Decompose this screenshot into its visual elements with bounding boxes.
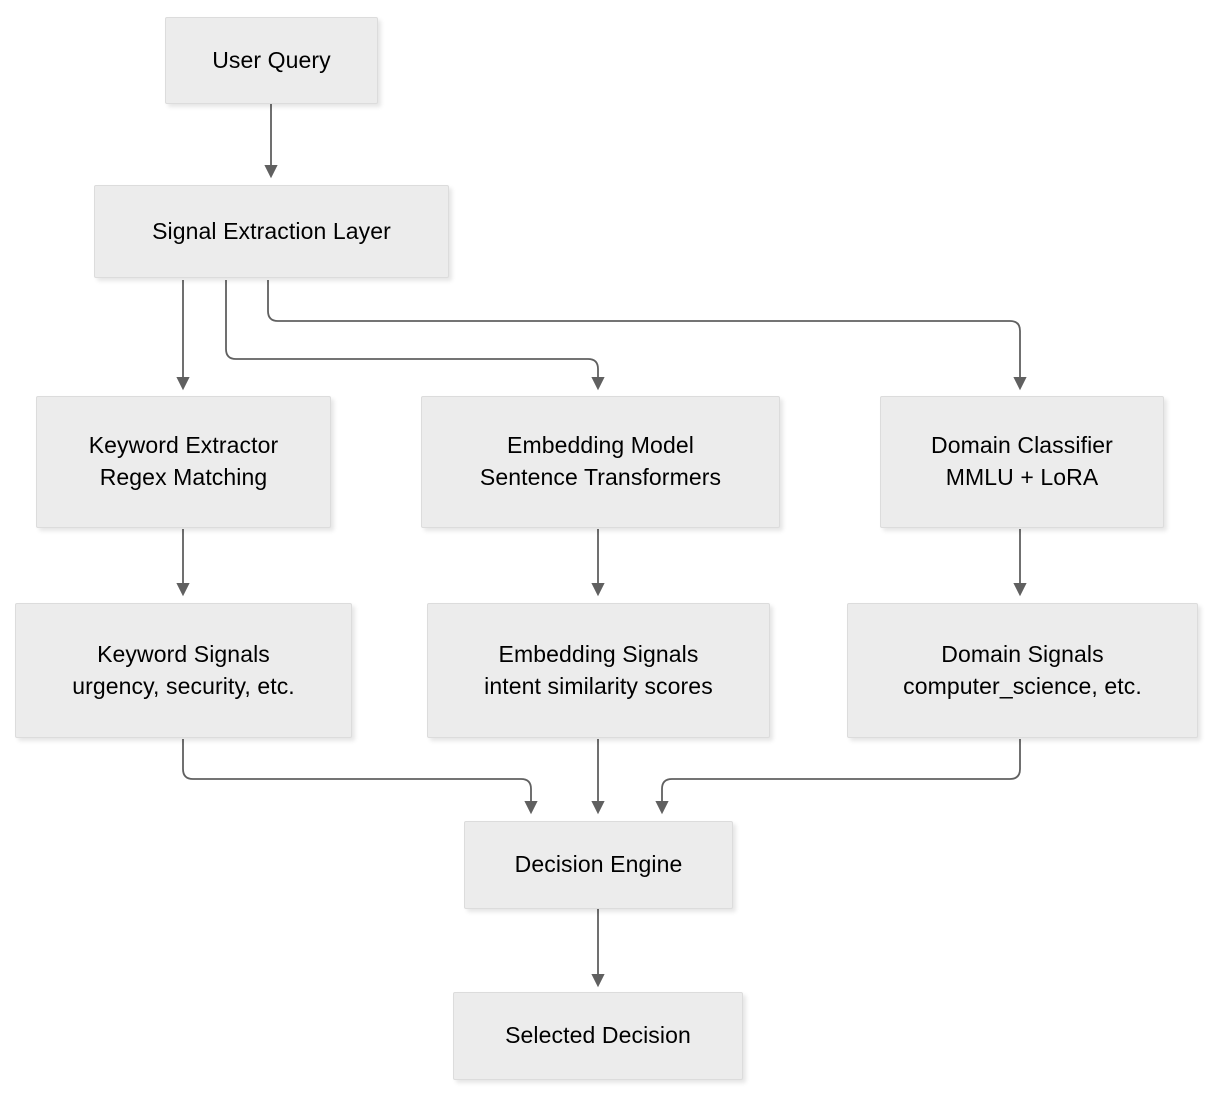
node-domain-signals-label: Domain Signals <box>941 640 1104 667</box>
node-domain-signals[interactable]: Domain Signals computer_science, etc. <box>847 603 1198 738</box>
node-embedding-signals-label: Embedding Signals <box>498 640 699 667</box>
node-decision-engine[interactable]: Decision Engine <box>464 821 733 909</box>
node-keyword-extractor-label: Keyword Extractor <box>88 432 279 459</box>
node-user-query-label: User Query <box>212 46 331 73</box>
node-embedding-signals[interactable]: Embedding Signals intent similarity scor… <box>427 603 770 738</box>
node-domain-classifier-label: Domain Classifier <box>931 432 1113 459</box>
node-embedding-signals-sublabel: intent similarity scores <box>484 672 713 699</box>
node-domain-classifier-sublabel: MMLU + LoRA <box>945 464 1099 490</box>
node-user-query[interactable]: User Query <box>165 17 378 104</box>
node-embedding-model[interactable]: Embedding Model Sentence Transformers <box>421 396 780 528</box>
node-embedding-model-label: Embedding Model <box>507 432 694 459</box>
edge-domain-signals-to-decision-engine <box>655 739 1021 815</box>
node-keyword-signals[interactable]: Keyword Signals urgency, security, etc. <box>15 603 352 738</box>
node-domain-signals-sublabel: computer_science, etc. <box>903 672 1142 699</box>
node-decision-engine-label: Decision Engine <box>514 851 683 878</box>
node-signal-extraction-layer[interactable]: Signal Extraction Layer <box>94 185 449 278</box>
edge-signal-extraction-to-embedding-model <box>225 280 605 391</box>
node-keyword-signals-label: Keyword Signals <box>97 640 270 667</box>
node-selected-decision[interactable]: Selected Decision <box>453 992 743 1080</box>
node-keyword-signals-sublabel: urgency, security, etc. <box>72 672 295 699</box>
node-keyword-extractor-sublabel: Regex Matching <box>99 464 268 490</box>
node-domain-classifier[interactable]: Domain Classifier MMLU + LoRA <box>880 396 1164 528</box>
node-selected-decision-label: Selected Decision <box>505 1022 691 1049</box>
edge-keyword-signals-to-decision-engine <box>182 739 538 815</box>
node-keyword-extractor[interactable]: Keyword Extractor Regex Matching <box>36 396 331 528</box>
node-embedding-model-sublabel: Sentence Transformers <box>479 464 722 490</box>
edge-signal-extraction-to-domain-classifier <box>267 280 1027 391</box>
node-signal-extraction-layer-label: Signal Extraction Layer <box>152 217 391 244</box>
